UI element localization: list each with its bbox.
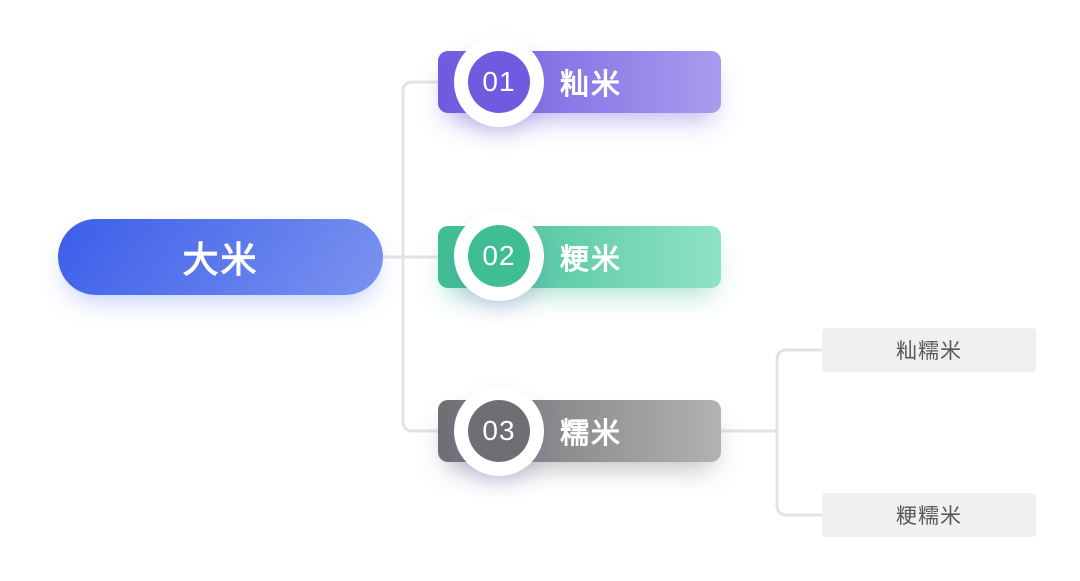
child-node-1-label: 籼糯米 (896, 340, 962, 363)
branch-3-number-badge: 03 (454, 386, 544, 476)
root-node-label: 大米 (182, 239, 259, 280)
branch-node-3-label: 糯米 (560, 418, 623, 450)
branch-3-badge-core: 03 (468, 400, 530, 462)
branch-1-badge-core: 01 (468, 51, 530, 113)
connector-branch3-to-child1 (775, 348, 822, 431)
branch-2-number-badge: 02 (454, 211, 544, 301)
child-node-2[interactable]: 粳糯米 (822, 493, 1036, 537)
root-to-branch-connectors (383, 80, 822, 517)
branch-node-1-label: 籼米 (560, 69, 623, 101)
branch-1-number: 01 (482, 66, 516, 97)
branch-1-number-badge: 01 (454, 37, 544, 127)
connector-branch3-to-child2 (775, 431, 822, 517)
connector-trunk-to-branch1 (401, 80, 438, 257)
branch-node-2-label: 粳米 (560, 244, 623, 276)
branch-2-number: 02 (482, 240, 516, 271)
root-node-rice[interactable]: 大米 (58, 219, 383, 295)
branch-2-badge-core: 02 (468, 225, 530, 287)
child-node-2-label: 粳糯米 (896, 505, 962, 528)
child-node-1[interactable]: 籼糯米 (822, 328, 1036, 372)
connector-trunk-to-branch3 (401, 257, 438, 433)
branch-3-number: 03 (482, 415, 516, 446)
